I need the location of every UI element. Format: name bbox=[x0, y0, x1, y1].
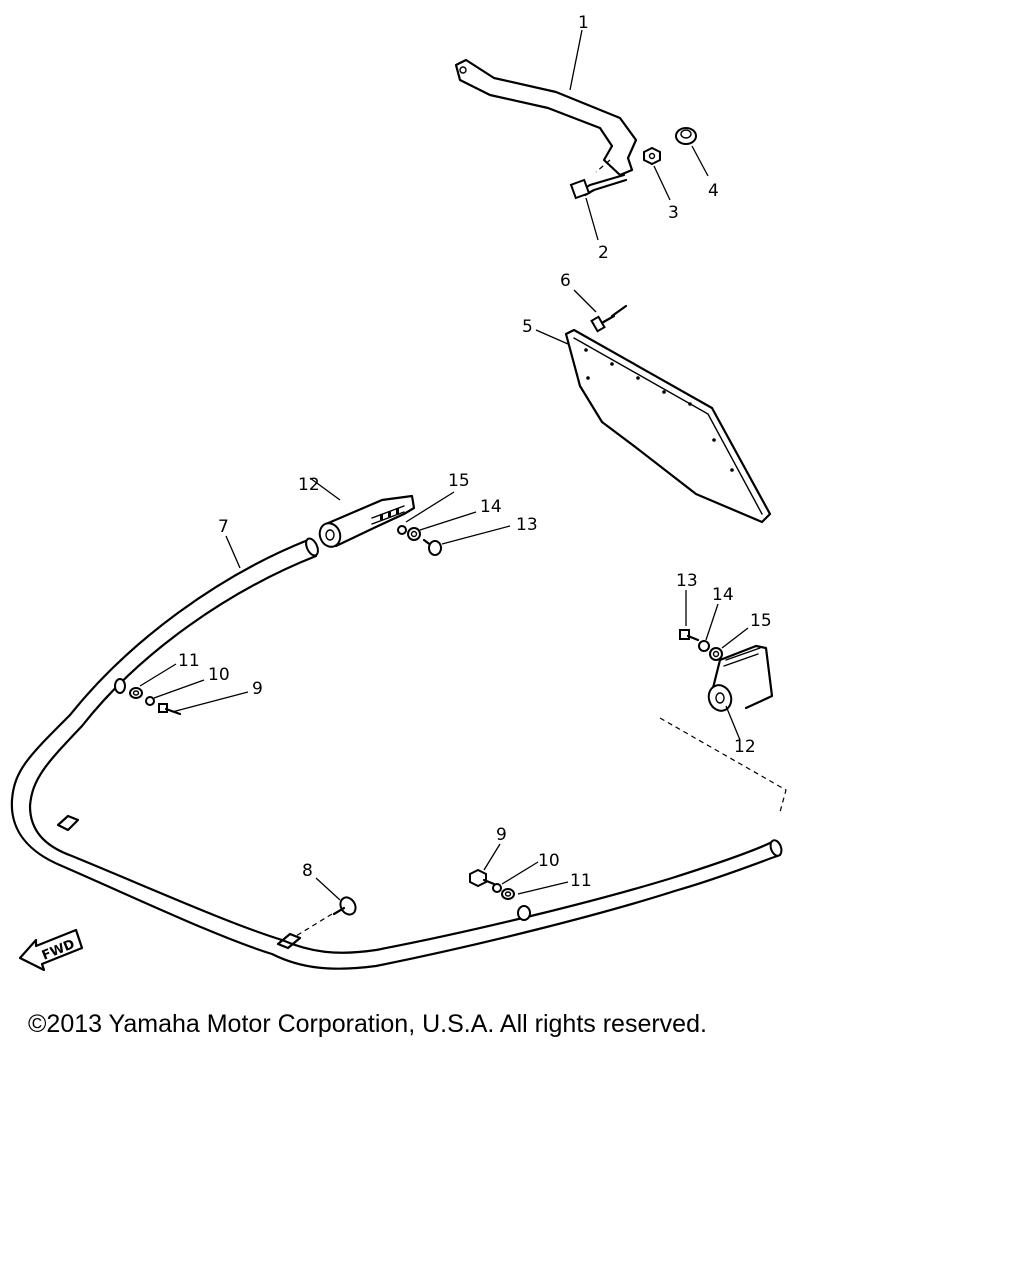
callout-5: 5 bbox=[522, 317, 533, 337]
nut-part-3 bbox=[643, 146, 661, 166]
callout-13-lower: 13 bbox=[676, 571, 698, 591]
fwd-label: FWD bbox=[40, 937, 77, 964]
callout-6: 6 bbox=[560, 271, 571, 291]
leader-lines bbox=[139, 29, 749, 901]
hardware-set-13-14-15-upper bbox=[397, 525, 442, 556]
assembly-line-1 bbox=[595, 159, 611, 173]
callout-11-left: 11 bbox=[178, 651, 200, 671]
mount-part-12-upper bbox=[318, 494, 416, 548]
callout-15-lower: 15 bbox=[750, 611, 772, 631]
callout-13-upper: 13 bbox=[516, 515, 538, 535]
callout-12-lower: 12 bbox=[734, 737, 756, 757]
callout-8: 8 bbox=[302, 861, 313, 881]
assembly-line-2 bbox=[659, 717, 787, 813]
callout-1: 1 bbox=[578, 13, 589, 33]
hardware-set-9-10-11-right bbox=[469, 868, 515, 900]
callout-14-lower: 14 bbox=[712, 585, 734, 605]
bumper-tube-part-7 bbox=[10, 537, 783, 970]
fwd-arrow-icon: FWD bbox=[18, 928, 84, 972]
hardware-set-13-14-15-lower bbox=[679, 629, 723, 661]
copyright-notice: ©2013 Yamaha Motor Corporation, U.S.A. A… bbox=[28, 1010, 707, 1038]
flap-plate-part-5 bbox=[564, 328, 772, 524]
callout-9-left: 9 bbox=[252, 679, 263, 699]
bolt-part-8 bbox=[295, 896, 357, 937]
mount-part-12-lower bbox=[707, 644, 774, 712]
bolt-part-2 bbox=[569, 173, 628, 200]
callout-15-upper: 15 bbox=[448, 471, 470, 491]
bracket-part-1 bbox=[454, 58, 638, 177]
grommet-part-4 bbox=[675, 127, 697, 145]
rivet-part-6 bbox=[590, 304, 628, 333]
callout-3: 3 bbox=[668, 203, 679, 223]
callout-4: 4 bbox=[708, 181, 719, 201]
callout-10-right: 10 bbox=[538, 851, 560, 871]
callout-7: 7 bbox=[218, 517, 229, 537]
callout-11-right: 11 bbox=[570, 871, 592, 891]
callout-10-left: 10 bbox=[208, 665, 230, 685]
callout-2: 2 bbox=[598, 243, 609, 263]
callout-14-upper: 14 bbox=[480, 497, 502, 517]
callout-12-upper: 12 bbox=[298, 475, 320, 495]
parts-diagram: FWD 1 2 3 4 6 5 7 12 15 14 13 11 10 9 13 bbox=[10, 13, 787, 972]
callout-9-right: 9 bbox=[496, 825, 507, 845]
